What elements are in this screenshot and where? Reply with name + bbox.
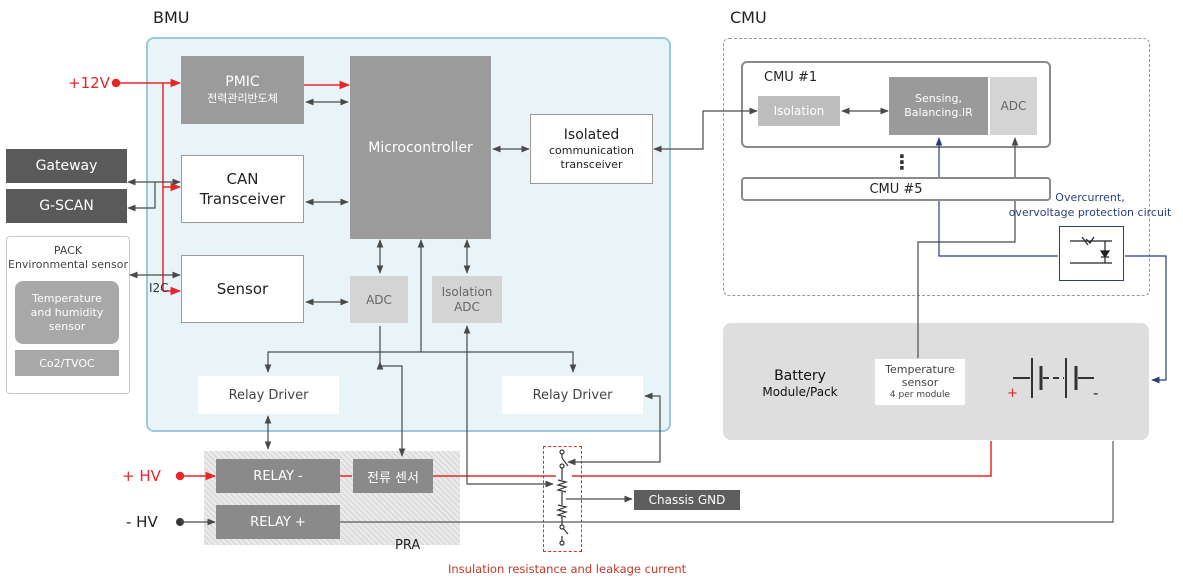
co2-box: Co2/TVOC [15,350,119,376]
cmu-adc-box: ADC [990,77,1037,135]
sensor-label: Sensor [216,280,269,298]
battery-temp-line1: Temperature [885,362,955,376]
relay-driver-left-label: Relay Driver [228,387,309,403]
overcurrent-label: Overcurrent, overvoltage protection circ… [1000,190,1180,220]
gscan-box: G-SCAN [6,189,127,223]
relay-driver-right-label: Relay Driver [532,387,613,403]
cmu-dots: ⋮ [892,150,912,174]
i2c-label: I2C [149,281,169,295]
pack-title: PACK Environmental sensor [6,244,130,272]
battery-minus: - [1093,384,1099,402]
protection-circuit-icon [1070,236,1112,264]
temp-line2: and humidity [30,305,104,319]
pra-title: PRA [395,538,421,553]
adc-box: ADC [350,276,408,323]
relay-plus-box: RELAY + [216,505,340,539]
cmu5-label: CMU #5 [869,181,923,197]
battery-line1: Battery [774,368,826,384]
sensing-line2: Balancing.IR [904,106,973,119]
relay-minus-label: RELAY - [253,468,303,484]
cmu-region [723,38,1150,296]
microcontroller-box: Microcontroller [350,56,491,239]
can-line2: Transceiver [199,190,286,208]
hv-minus-label: - HV [126,513,158,531]
battery-line2: Module/Pack [762,385,838,399]
gscan-label: G-SCAN [39,198,94,214]
chassis-gnd-label: Chassis GND [648,493,726,507]
isolation-adc-box: Isolation ADC [432,276,502,323]
overcurrent-line2: overvoltage protection circuit [1008,206,1172,219]
chassis-gnd-box: Chassis GND [634,490,740,510]
temp-line1: Temperature [32,291,102,305]
current-sensor-label: 전류 센서 [367,470,419,486]
v12-label: +12V [68,74,110,92]
pack-line2: Environmental sensor [8,258,128,271]
relay-driver-right: Relay Driver [502,376,643,414]
battery-temp-sensor-box: Temperature sensor 4 per module [875,359,965,405]
isolated-line2: communication [548,143,635,157]
battery-icon [1013,358,1094,398]
cmu-title: CMU [730,8,767,27]
isolation-adc-line1: Isolation [441,284,493,299]
cmu-isolation-label: Isolation [773,104,825,118]
sensor-box: Sensor [181,255,304,323]
sensing-balancing-box: Sensing, Balancing.IR [889,77,988,135]
pmic-sublabel: 전력관리반도체 [207,92,278,105]
isolated-line1: Isolated [563,126,620,143]
relay-driver-left: Relay Driver [198,376,339,414]
bmu-title: BMU [153,8,190,27]
insulation-caption: Insulation resistance and leakage curren… [448,562,687,576]
hv-plus-label: + HV [122,467,161,485]
battery-temp-line3: 4 per module [889,389,951,400]
relay-plus-label: RELAY + [250,514,306,530]
gateway-label: Gateway [35,158,98,174]
battery-title: Battery Module/Pack [745,368,855,400]
temp-line3: sensor [48,319,86,333]
overcurrent-line1: Overcurrent, [1055,191,1125,204]
current-sensor-box: 전류 센서 [353,459,433,493]
cmu-isolation-box: Isolation [758,96,840,126]
relay-minus-box: RELAY - [216,459,340,493]
battery-plus: + [1007,386,1018,401]
isolated-transceiver-box: Isolated communication transceiver [530,114,653,184]
gateway-box: Gateway [6,149,127,183]
can-transceiver-box: CAN Transceiver [181,155,304,223]
cmu5-box: CMU #5 [741,177,1051,201]
adc-label: ADC [366,292,392,307]
isolated-line3: transceiver [560,157,623,171]
pmic-box: PMIC 전력관리반도체 [181,56,304,124]
isolation-adc-line2: ADC [454,299,480,314]
pack-line1: PACK [53,244,83,257]
cmu-adc-label: ADC [1000,99,1027,113]
microcontroller-label: Microcontroller [368,140,473,156]
cmu1-label: CMU #1 [764,70,818,85]
protection-circuit-box [1059,226,1124,281]
pmic-label: PMIC [225,74,260,90]
can-line1: CAN [226,170,259,188]
temp-humidity-box: Temperature and humidity sensor [15,281,119,344]
battery-temp-line2: sensor [901,375,939,389]
co2-label: Co2/TVOC [39,356,95,370]
sensing-line1: Sensing, [915,92,962,105]
